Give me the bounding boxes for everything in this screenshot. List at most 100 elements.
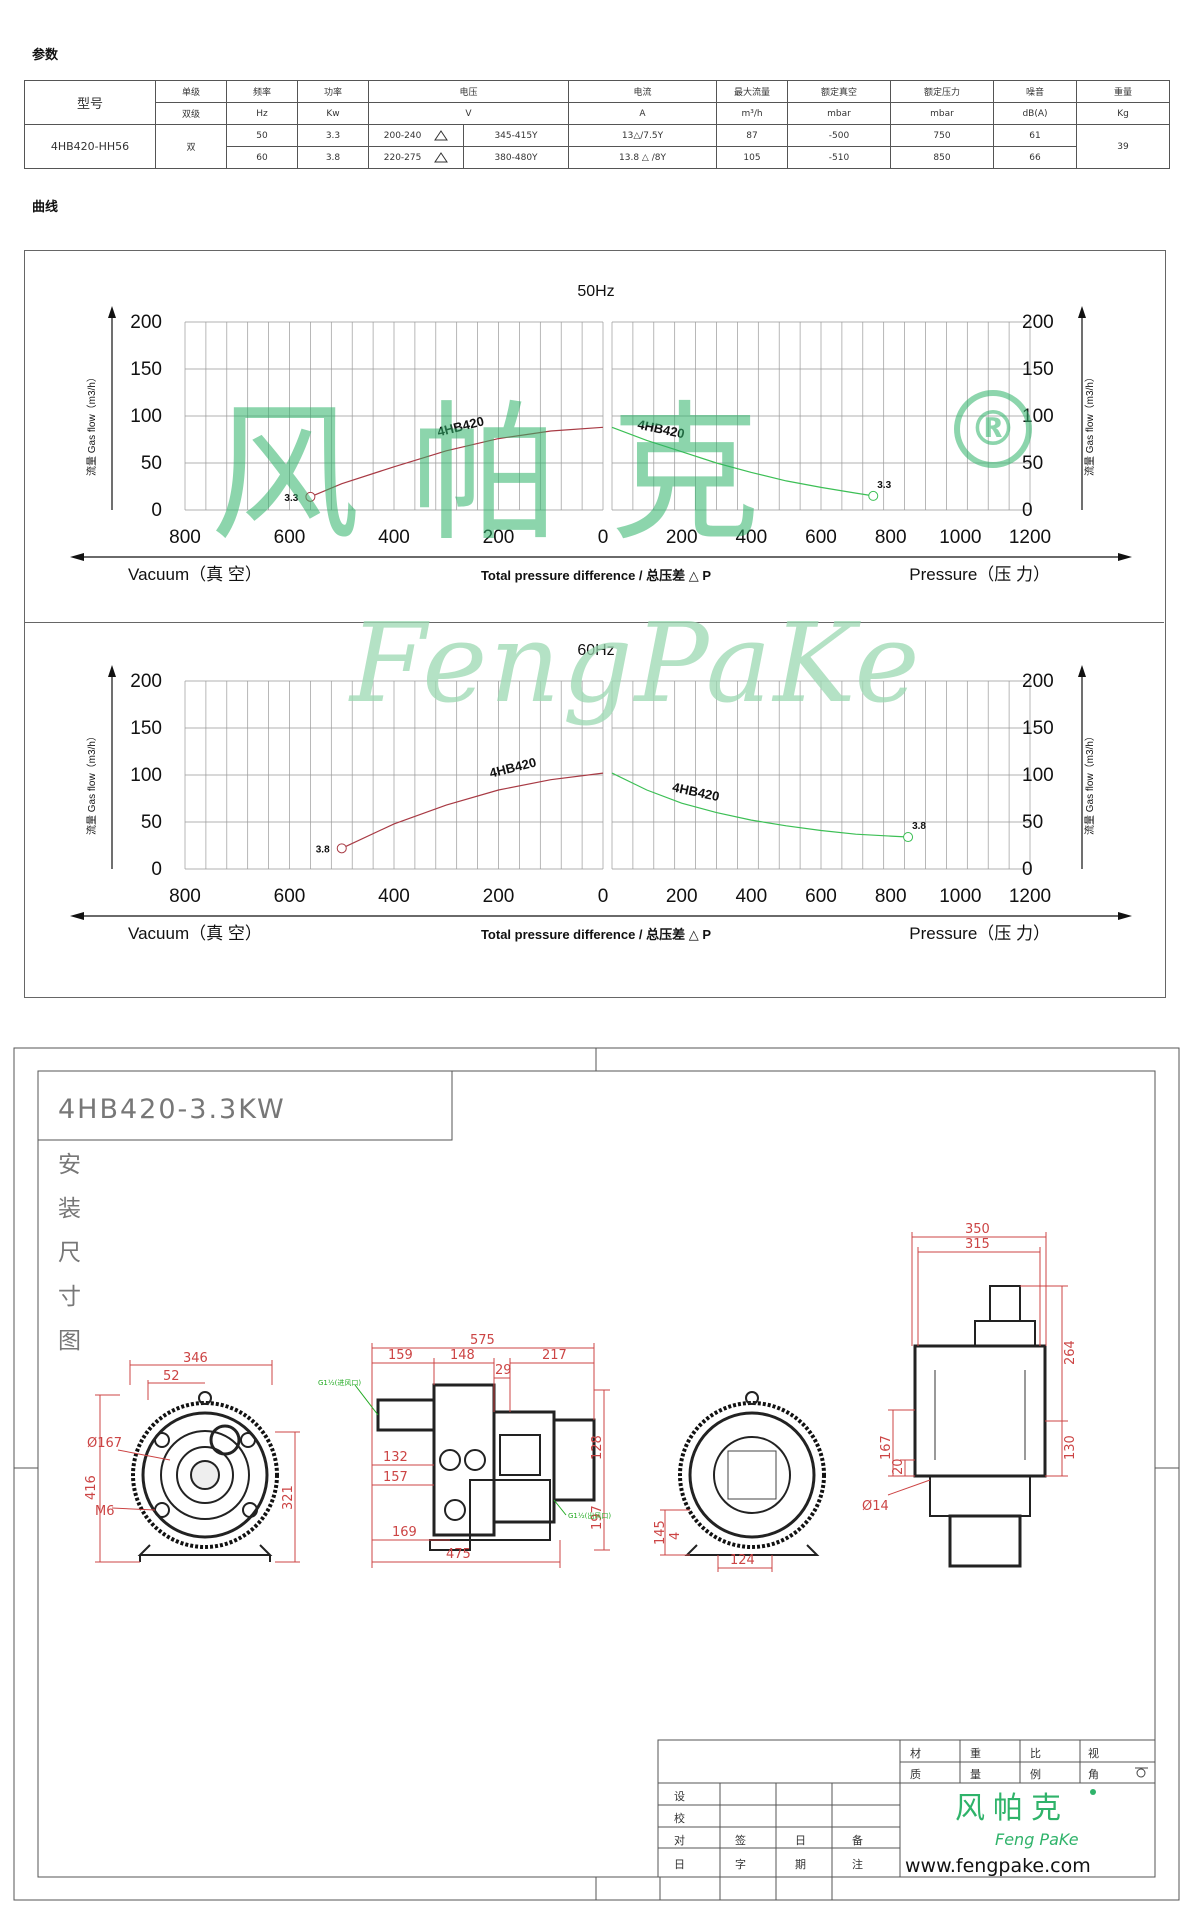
svg-text:字: 字 — [735, 1857, 746, 1871]
svg-text:167: 167 — [879, 1435, 894, 1460]
x-tick-label: 200 — [666, 527, 698, 548]
curve-title: 曲线 — [32, 200, 59, 215]
series-end-point — [336, 843, 347, 854]
x-tick-label: 1000 — [939, 886, 981, 907]
y-tick-label: 200 — [1022, 312, 1054, 333]
inlet-label: G1½(进风口) — [318, 1379, 361, 1387]
voltage-y-cell: 380-480Y — [462, 146, 570, 169]
svg-text:197: 197 — [590, 1505, 605, 1530]
front-view-dimensions — [95, 1360, 300, 1563]
y-axis-left-arrow-icon — [108, 665, 116, 677]
svg-text:130: 130 — [1063, 1435, 1078, 1460]
y-tick-label: 100 — [130, 765, 162, 786]
svg-text:264: 264 — [1063, 1340, 1078, 1365]
svg-text:128: 128 — [590, 1435, 605, 1460]
spec-table: 型号 单级 频率 功率 电压 电流 最大流量 额定真空 额定压力 噪音 重量 双… — [24, 80, 1171, 169]
svg-text:169: 169 — [392, 1525, 417, 1540]
series-name-label: 4HB420 — [488, 755, 538, 781]
title-block-logo-en: Feng PaKe — [995, 1830, 1079, 1849]
svg-text:575: 575 — [470, 1333, 495, 1348]
top-view — [913, 1285, 1047, 1568]
svg-text:157: 157 — [383, 1470, 408, 1485]
title-box — [37, 1070, 453, 1141]
chart-title: 50Hz — [577, 283, 614, 300]
x-axis-left-arrow-icon — [70, 553, 84, 561]
series-end-label: 3.8 — [912, 821, 926, 832]
x-tick-label: 800 — [875, 527, 907, 548]
svg-text:例: 例 — [1030, 1767, 1041, 1781]
header-model: 型号 — [24, 80, 156, 125]
series-end-point — [305, 491, 316, 502]
side-view — [376, 1383, 596, 1551]
svg-text:416: 416 — [84, 1475, 99, 1500]
series-line-pressure — [611, 426, 874, 497]
y-tick-label: 150 — [1022, 718, 1054, 739]
y-tick-label: 150 — [130, 359, 162, 380]
svg-text:346: 346 — [183, 1351, 208, 1366]
side-label: 安 装 尺 寸 图 — [58, 1152, 81, 1354]
svg-text:M6: M6 — [95, 1504, 115, 1519]
y-axis-left-arrow-icon — [108, 306, 116, 318]
x-tick-label: 400 — [378, 527, 410, 548]
svg-text:日: 日 — [674, 1858, 685, 1871]
x-tick-label: 1200 — [1009, 886, 1051, 907]
performance-chart-frame — [24, 250, 1166, 998]
title-block — [657, 1739, 1156, 1900]
y-tick-label: 50 — [1022, 812, 1043, 833]
series-line-vacuum — [341, 772, 604, 849]
y-tick-label: 100 — [1022, 765, 1054, 786]
x-tick-label: 0 — [598, 886, 609, 907]
svg-text:475: 475 — [446, 1547, 471, 1562]
website: www.fengpake.com — [905, 1855, 1091, 1877]
x-axis-label-pressure: Pressure（压 力） — [909, 565, 1050, 584]
y-tick-label: 200 — [1022, 671, 1054, 692]
chart-separator — [24, 622, 1164, 623]
rear-view — [678, 1391, 826, 1556]
svg-text:Ø14: Ø14 — [862, 1499, 889, 1514]
side-view-dimensions — [371, 1343, 610, 1568]
chart-title: 60Hz — [577, 642, 614, 659]
y-tick-label: 50 — [141, 812, 162, 833]
series-end-label: 3.3 — [284, 493, 298, 504]
outer-frame — [13, 1047, 1180, 1901]
svg-text:29: 29 — [495, 1363, 512, 1378]
watermark-en: FengPaKe — [350, 599, 922, 727]
kw-cell: 3.8 — [297, 146, 369, 169]
rear-view-labels: 145 4 124 — [653, 1520, 755, 1568]
y-tick-label: 200 — [130, 671, 162, 692]
x-tick-label: 800 — [169, 527, 201, 548]
svg-text:对: 对 — [674, 1833, 685, 1847]
installation-drawing: 4HB420-3.3KW 安 装 尺 寸 图 346 52 Ø167 416 M — [13, 1047, 1180, 1901]
y-axis-right-arrow-icon — [1078, 665, 1086, 677]
y-tick-label: 0 — [151, 500, 162, 521]
voltage-delta-cell: 220-275 — [368, 146, 464, 169]
svg-text:视: 视 — [1088, 1746, 1099, 1760]
svg-text:52: 52 — [163, 1369, 180, 1384]
top-view-labels: 350 315 264 167 20 130 Ø14 — [862, 1222, 1078, 1514]
y-tick-label: 50 — [141, 453, 162, 474]
noise-cell: 66 — [993, 146, 1078, 169]
svg-text:日: 日 — [795, 1834, 806, 1847]
x-axis-right-arrow-icon — [1118, 553, 1132, 561]
svg-text:量: 量 — [970, 1768, 981, 1781]
x-tick-label: 600 — [274, 527, 306, 548]
x-tick-label: 400 — [735, 886, 767, 907]
logo-registered-icon — [1090, 1789, 1096, 1795]
x-tick-label: 0 — [598, 527, 609, 548]
svg-text:图: 图 — [58, 1328, 81, 1354]
x-tick-label: 400 — [378, 886, 410, 907]
svg-text:145: 145 — [653, 1520, 668, 1545]
front-view — [131, 1391, 279, 1562]
svg-text:设: 设 — [674, 1790, 685, 1803]
x-tick-label: 600 — [805, 886, 837, 907]
stage-cell: 双 — [155, 124, 227, 169]
top-view-dimensions — [887, 1232, 1068, 1496]
watermark-cn: 风帕克 — [210, 388, 811, 562]
svg-text:159: 159 — [388, 1348, 413, 1363]
x-tick-label: 1200 — [1009, 527, 1051, 548]
params-title: 参数 — [32, 48, 59, 63]
svg-text:角: 角 — [1088, 1768, 1099, 1781]
x-axis-left-arrow-icon — [70, 912, 84, 920]
svg-text:备: 备 — [852, 1833, 863, 1847]
